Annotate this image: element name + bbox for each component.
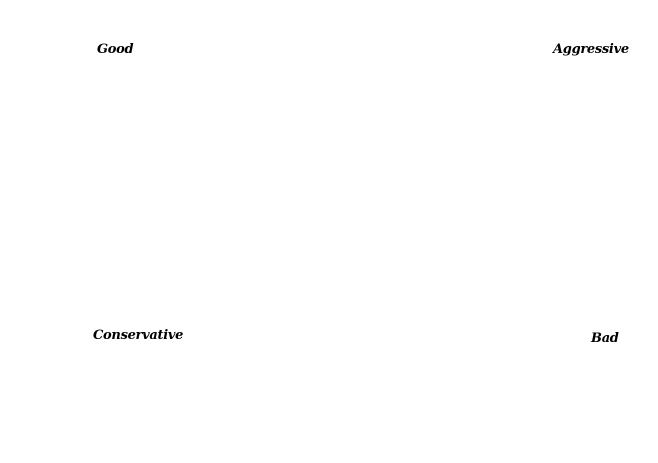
- quadrant-label-top-left: Good: [97, 42, 134, 57]
- quadrant-label-bottom-left: Conservative: [93, 328, 184, 343]
- quadrant-label-top-right: Aggressive: [553, 42, 629, 57]
- quadrant-label-bottom-right: Bad: [591, 331, 619, 346]
